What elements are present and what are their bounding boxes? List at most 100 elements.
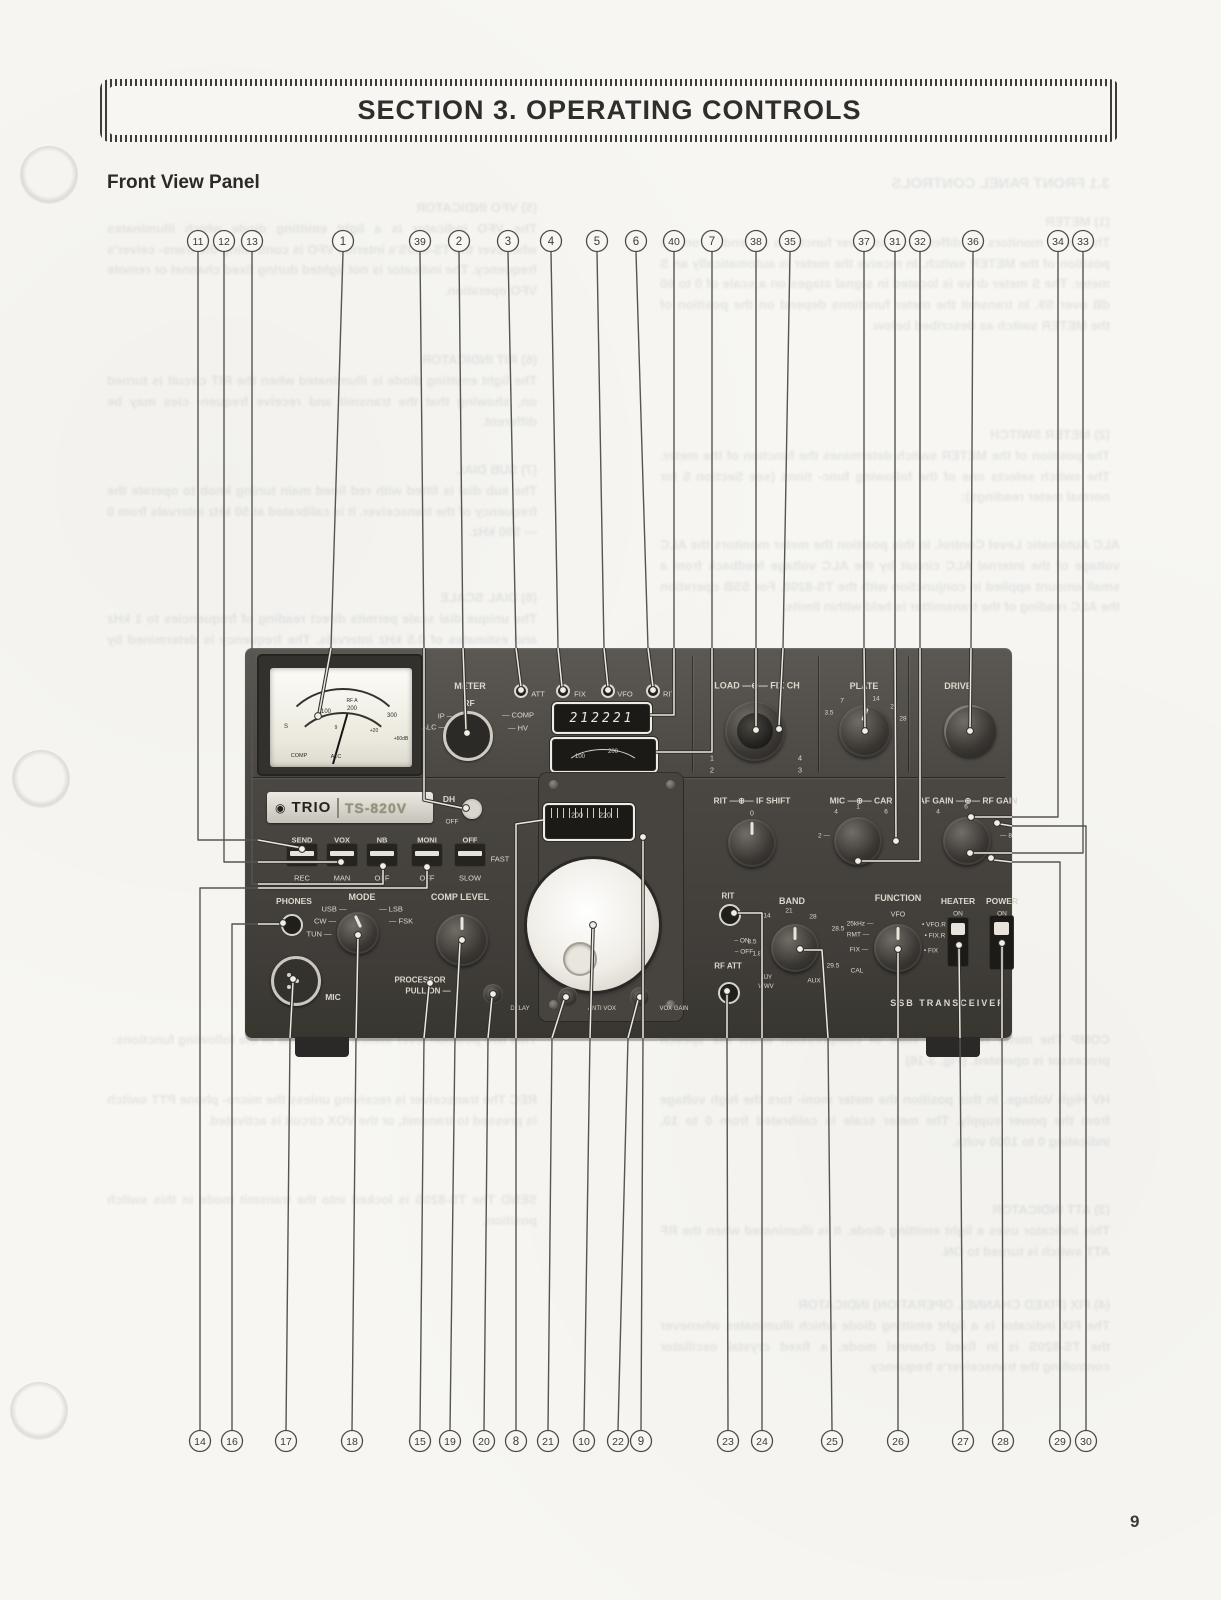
panel-label: 3.5 — [747, 938, 757, 946]
panel-label: 1 — [856, 803, 860, 811]
function-selector-knob — [874, 924, 922, 972]
panel-label: VOX GAIN — [659, 1006, 689, 1012]
panel-label: 14 — [763, 912, 771, 920]
fix-ch-knob — [737, 713, 773, 749]
panel-label: 6 — [884, 808, 888, 816]
panel-label: 28.5 — [831, 925, 845, 933]
load-fixch-label: LOAD —⊕— FIX CH — [714, 680, 800, 691]
sub-dial-arc — [562, 749, 644, 795]
callout-6: 6 — [624, 229, 657, 694]
callout-circle — [536, 1429, 560, 1453]
callout-circle — [188, 1429, 212, 1453]
callout-number: 16 — [226, 1436, 238, 1448]
panel-label: — FSK — [388, 916, 414, 926]
callout-circle — [716, 1429, 740, 1453]
panel-label: PULL ON — — [405, 986, 451, 996]
panel-label: S — [283, 724, 289, 730]
bleedthrough-text: (2) METER SWITCH The position of the MET… — [660, 427, 1110, 505]
panel-label: 220 — [599, 812, 611, 820]
bleedthrough-text: (7) SUB DIAL The sub dial is fitted with… — [107, 462, 537, 540]
screw — [549, 1000, 558, 1009]
power-switch — [989, 915, 1014, 970]
panel-label: NB — [376, 835, 388, 845]
panel-label: 0 — [750, 810, 754, 818]
dh-label: DH — [442, 794, 456, 804]
rit-ifshift-label: RIT —⊕— IF SHIFT — [713, 795, 791, 806]
panel-label: +20 — [369, 728, 379, 734]
panel-foot-right — [926, 1037, 980, 1057]
page-number: 9 — [1130, 1512, 1140, 1531]
panel-label: FAST — [490, 854, 510, 864]
callout-circle — [951, 1429, 975, 1453]
phones-label: PHONES — [276, 896, 312, 906]
af-rf-gain-label: AF GAIN —⊕— RF GAIN — [918, 795, 1018, 806]
meter-arc-upper — [278, 688, 408, 802]
panel-groove — [908, 656, 909, 772]
callout-5: 5 — [585, 229, 612, 694]
callout-number: 23 — [722, 1436, 734, 1448]
callout-circle — [572, 1429, 596, 1453]
panel-label: OFF — [374, 873, 390, 883]
panel-label: MONI — [417, 835, 437, 845]
panel-label: AUX — [807, 977, 821, 985]
callout-circle — [274, 1429, 298, 1453]
callout-circle — [585, 229, 609, 253]
callout-number: 27 — [957, 1436, 969, 1448]
bleedthrough-text: SEND The TS-820S is locked into the tran… — [107, 1192, 537, 1228]
panel-label: COMP — [290, 753, 308, 759]
panel-label: 7 — [840, 697, 844, 705]
callout-number: 17 — [280, 1436, 292, 1448]
panel-label: 4 — [936, 808, 940, 816]
panel-label: 3.5 — [824, 709, 834, 717]
toggle-bar — [415, 851, 439, 856]
function-pointer — [896, 927, 900, 940]
comp-level-label: COMP LEVEL — [430, 892, 490, 902]
callout-number: 28 — [997, 1436, 1009, 1448]
att-indicator-label: ATT — [531, 689, 545, 699]
panel-label: ANTI VOX — [587, 1006, 617, 1012]
callout-number: 30 — [1080, 1436, 1092, 1448]
vox-gain-knob — [630, 987, 650, 1007]
power-label: POWER — [985, 896, 1019, 906]
callout-circle — [1048, 1429, 1072, 1453]
rit-indicator-led — [646, 684, 660, 698]
panel-label: OFF — [419, 873, 435, 883]
meter-switch-label: METER — [454, 681, 486, 691]
toggle-bar — [370, 851, 394, 856]
callout-circle — [820, 1429, 844, 1453]
heater-label: HEATER — [940, 896, 976, 906]
panel-label: 100 — [574, 754, 586, 760]
panel-label: 21 — [785, 907, 793, 915]
panel-label: IP — — [437, 711, 455, 721]
af-rf-gain-knob — [943, 817, 991, 865]
section-title-box: SECTION 3. OPERATING CONTROLS — [100, 79, 1119, 142]
section-title-inner: SECTION 3. OPERATING CONTROLS — [109, 86, 1110, 135]
callout-circle — [539, 229, 563, 253]
mic-car-label: MIC —⊕— CAR — [829, 795, 893, 806]
phones-jack — [281, 914, 303, 936]
panel-label: 6 — [964, 803, 968, 811]
callout-number: 24 — [756, 1436, 768, 1448]
nameplate-divider — [337, 797, 339, 818]
brand-name: TRIO — [291, 799, 332, 816]
callout-number: 20 — [478, 1436, 490, 1448]
panel-label: 3 — [797, 765, 803, 775]
panel-label: OFF — [445, 818, 459, 826]
callout-22: 22 — [606, 993, 644, 1453]
panel-label: — COMP — [501, 710, 535, 720]
vfo-indicator-led — [601, 684, 615, 698]
callout-circle — [438, 1429, 462, 1453]
panel-label: RMT — — [846, 931, 870, 939]
bleedthrough-text: (5) VFO INDICATOR The VFO indicator is a… — [107, 200, 537, 299]
callout-number: 22 — [612, 1436, 624, 1448]
band-label: BAND — [779, 896, 805, 906]
punch-hole-top — [20, 146, 78, 204]
callout-number: 9 — [638, 1436, 644, 1448]
tuning-finger-hole — [563, 942, 597, 976]
section-title: SECTION 3. OPERATING CONTROLS — [357, 95, 862, 125]
main-tuning-knob — [527, 859, 659, 991]
mode-selector-knob — [337, 912, 379, 954]
panel-label: 200 — [571, 812, 583, 820]
delay-knob — [483, 984, 503, 1004]
callout-circle — [886, 1429, 910, 1453]
